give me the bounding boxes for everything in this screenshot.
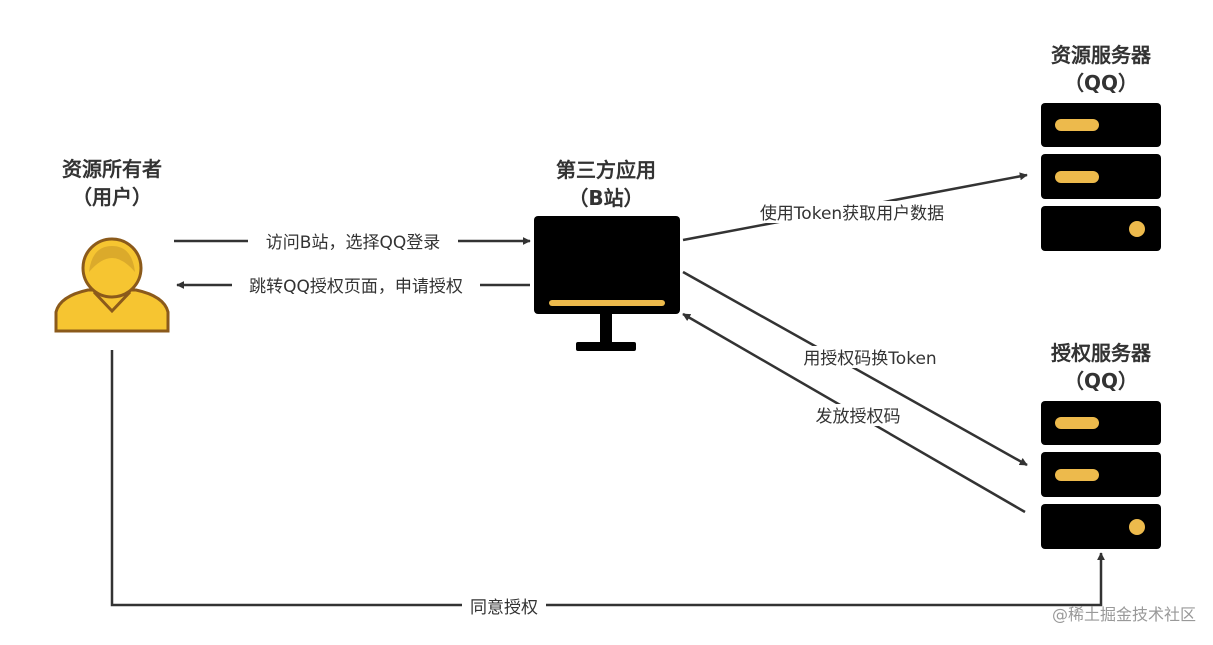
edge-visit-label: 访问B站，选择QQ登录 (266, 233, 440, 253)
edge-redirect-label: 跳转QQ授权页面，申请授权 (249, 277, 463, 297)
edge-code-exchange-arrow (682, 270, 1028, 467)
owner-title: 资源所有者 (62, 157, 162, 181)
edge-token-fetch-label: 使用Token获取用户数据 (760, 203, 944, 224)
user-icon (54, 237, 170, 333)
owner-subtitle: （用户） (72, 185, 152, 209)
resource-server-title: 资源服务器 (1051, 43, 1152, 67)
edge-agree-label: 同意授权 (470, 598, 538, 618)
edge-agree-arrow (110, 350, 1105, 607)
watermark: @稀土掘金技术社区 (1052, 605, 1196, 624)
edge-code-issue-label: 发放授权码 (816, 407, 901, 427)
resource-server-icon (1041, 103, 1161, 251)
client-title: 第三方应用 (556, 158, 656, 182)
client-subtitle: （B站） (568, 186, 643, 210)
auth-server-icon (1041, 401, 1161, 549)
resource-server-subtitle: （QQ） (1064, 71, 1138, 95)
auth-server-subtitle: （QQ） (1064, 369, 1138, 393)
auth-server-title: 授权服务器 (1051, 341, 1152, 365)
edge-code-exchange-label: 用授权码换Token (803, 349, 936, 369)
monitor-icon (534, 216, 680, 351)
